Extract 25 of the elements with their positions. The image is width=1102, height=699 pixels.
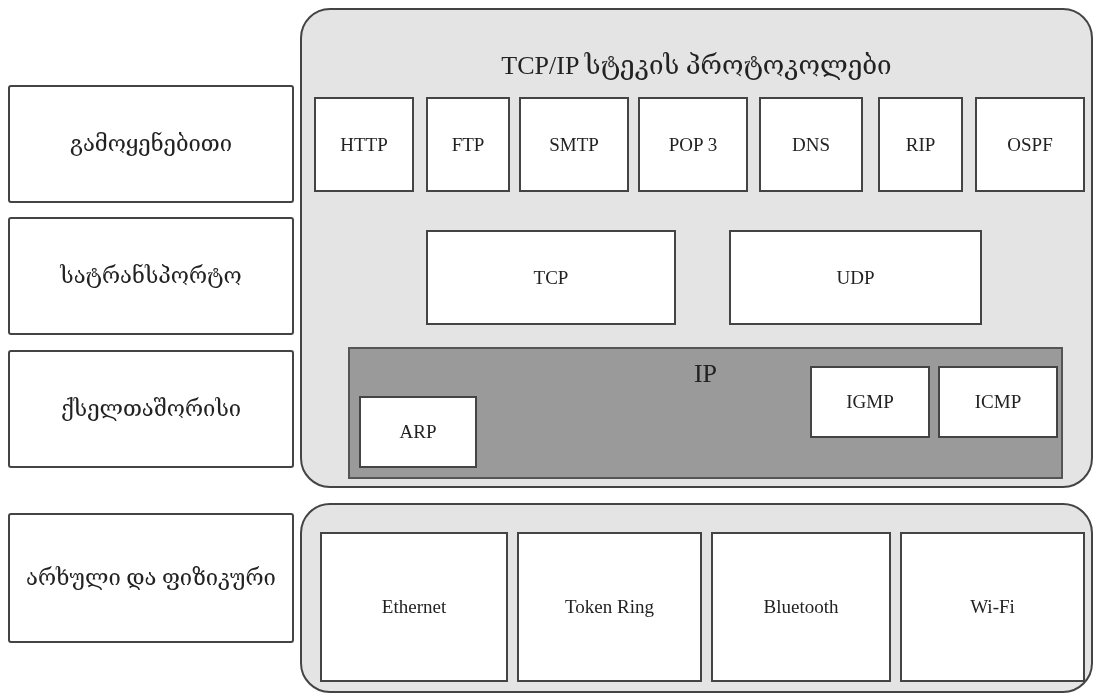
layer-box: გამოყენებითი [8,85,294,203]
protocol-box: SMTP [519,97,629,192]
panel-title: TCP/IP სტეკის პროტოკოლები [500,50,893,81]
protocol-box: Bluetooth [711,532,891,682]
protocol-box: ARP [359,396,477,468]
protocol-box: Ethernet [320,532,508,682]
layer-box: არხული და ფიზიკური [8,513,294,643]
layer-box: სატრანსპორტო [8,217,294,335]
protocol-box: IGMP [810,366,930,438]
protocol-box: POP 3 [638,97,748,192]
protocol-box: Wi-Fi [900,532,1085,682]
panel-title: IP [692,359,719,389]
protocol-box: HTTP [314,97,414,192]
protocol-box: TCP [426,230,676,325]
layer-box: ქსელთაშორისი [8,350,294,468]
protocol-box: Token Ring [517,532,702,682]
rounded-panel [300,503,1093,693]
protocol-box: RIP [878,97,963,192]
protocol-box: ICMP [938,366,1058,438]
protocol-box: FTP [426,97,510,192]
protocol-box: DNS [759,97,863,192]
stack-panel [300,8,1093,488]
protocol-box: OSPF [975,97,1085,192]
ip-panel [348,347,1063,479]
protocol-box: UDP [729,230,982,325]
